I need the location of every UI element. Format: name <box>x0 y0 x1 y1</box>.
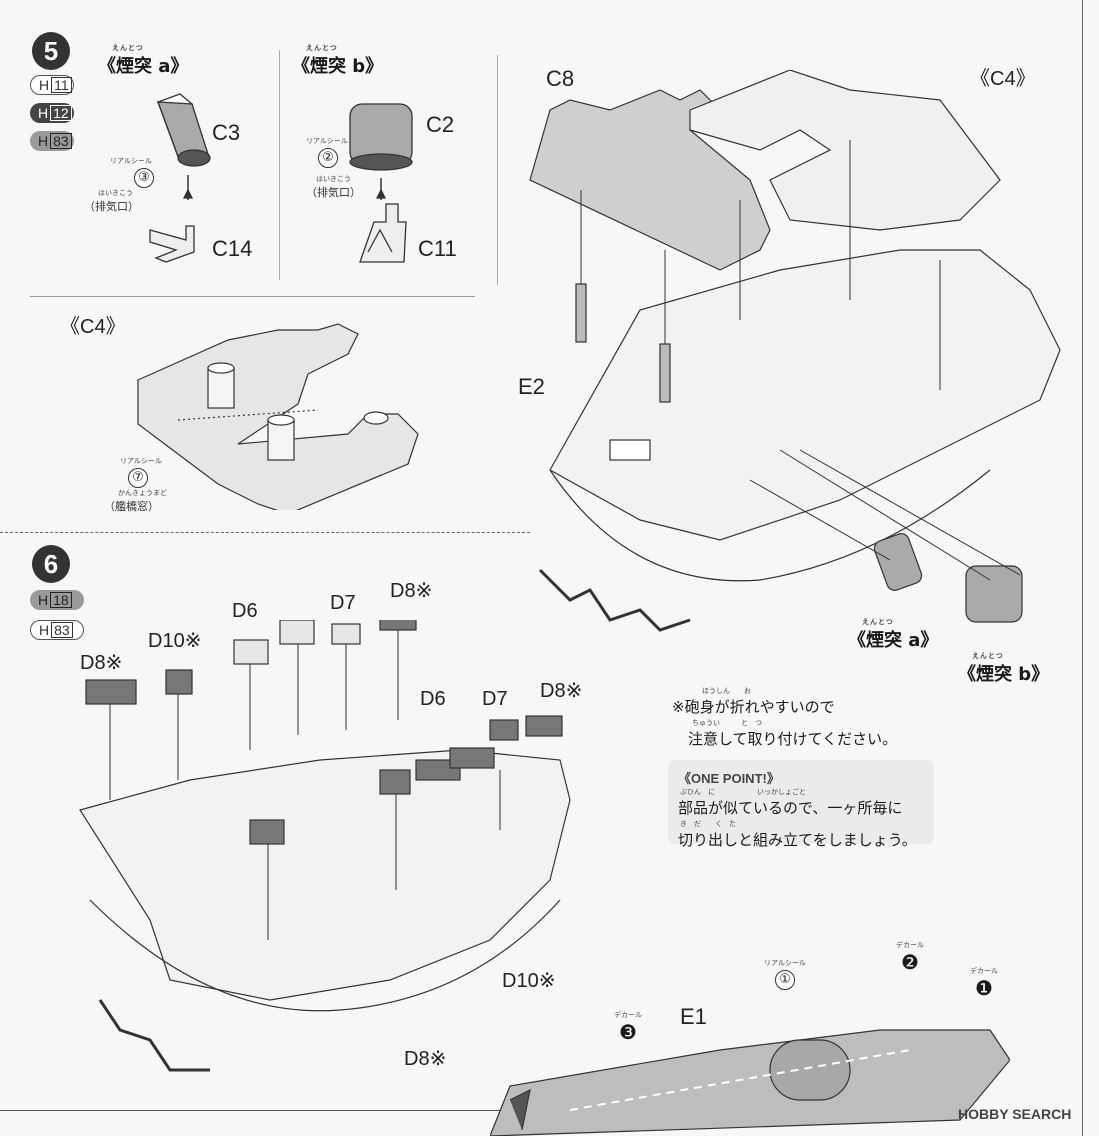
funnel-a-part <box>873 533 923 591</box>
step6-part-d8-mid: D8※ <box>540 680 583 702</box>
step6-part-d8-left: D8※ <box>80 652 123 674</box>
turret-part <box>415 759 461 781</box>
step6-part-d7-top: D7 <box>330 592 356 614</box>
assembly-part-c4: 《C4》 <box>970 68 1036 90</box>
step5-divider-assembly <box>497 55 498 285</box>
funnel-b-part-top: C2 <box>426 112 455 137</box>
funnel-b-illustration <box>349 103 413 263</box>
turret-part <box>331 623 361 645</box>
funnel-a-part-top: C3 <box>212 120 241 145</box>
funnel-a-illustration <box>149 93 211 263</box>
funnel-a-title: えんとつ 《煙突 a》 <box>98 44 189 77</box>
one-point-line2: 切り出しと組み立てをしましょう。 <box>678 831 917 849</box>
deck-part-e1: E1 <box>680 1004 707 1029</box>
step5-divider-c4 <box>30 296 475 297</box>
step6-part-d7-mid: D7 <box>482 688 508 710</box>
step6-part-d8-bottom: D8※ <box>404 1048 447 1070</box>
one-point-line1: 部品が似ているので、一ヶ所毎に <box>678 799 903 817</box>
step5-assembly-illustration <box>529 70 1061 632</box>
step5-divider-bottom <box>0 532 530 533</box>
step6-assembly-illustration <box>79 620 571 1072</box>
assembly-part-e2: E2 <box>518 374 545 399</box>
step6-part-d10: D10※ <box>148 630 202 652</box>
deck-decal-2: デカール ❷ <box>896 941 924 974</box>
funnel-a-part-bottom: C14 <box>212 236 253 261</box>
step6-part-d8-top: D8※ <box>390 580 433 602</box>
assembly-funnel-b-label: えんとつ 《煙突 b》 <box>958 652 1050 685</box>
step6-divider-bottom <box>0 1110 530 1111</box>
one-point-title: 《ONE POINT!》 <box>678 771 780 786</box>
c4-part <box>689 70 1001 231</box>
c4-detail-title: 《C4》 <box>60 316 126 338</box>
assembly-part-c8: C8 <box>546 66 575 91</box>
assembly-funnel-a-label: えんとつ 《煙突 a》 <box>848 618 939 651</box>
step6-number: 6 <box>32 545 70 583</box>
turret-part <box>249 819 285 845</box>
deck-decal-1: デカール ❶ <box>970 967 998 1000</box>
turret-part <box>233 639 269 665</box>
funnel-b-part <box>965 565 1023 623</box>
e2-pin <box>575 283 587 343</box>
turret-part <box>449 747 495 769</box>
turret-part <box>379 769 411 795</box>
deck-e1 <box>490 1029 1010 1136</box>
turret-part <box>85 679 137 705</box>
one-point-box: 《ONE POINT!》 ぶひん に いっかしょごと 部品が似ているので、一ヶ所… <box>668 760 934 849</box>
turret-part <box>165 669 193 695</box>
c4-detail-illustration <box>137 323 419 510</box>
step6-hull <box>79 749 571 1001</box>
turret-part <box>525 715 563 737</box>
deck-e1-illustration <box>490 1029 1010 1136</box>
page-border-right <box>1082 0 1083 1136</box>
step5-number: 5 <box>32 32 70 70</box>
step6-part-d10-bottom: D10※ <box>502 970 556 992</box>
hull <box>549 249 1061 541</box>
c4-detail-seal: リアルシール ⑦ かんきょうまど （艦橋窓） <box>104 457 167 513</box>
funnel-b-seal: リアルシール ② はいきこう （排気口） <box>306 137 361 199</box>
step5-divider-ab <box>279 50 280 280</box>
deck-decal-3: デカール ❸ <box>614 1011 642 1044</box>
step6-caution-note: ほうしん お ※砲身が折れやすいので ちゅうい と つ 注意して取り付けてくださ… <box>672 687 898 748</box>
funnel-a-seal: リアルシール ③ はいきこう （排気口） <box>84 156 154 214</box>
step6-part-d6-mid: D6 <box>420 688 446 710</box>
funnel-b-part-bottom: C11 <box>418 236 457 261</box>
e2-pin <box>659 343 671 403</box>
turret-part <box>279 620 315 645</box>
hobby-search-watermark: HOBBY SEARCH <box>958 1106 1072 1122</box>
turret-part <box>379 620 417 631</box>
turret-part <box>489 719 519 741</box>
deck-seal-1: リアルシール ① <box>764 958 806 990</box>
funnel-b-title: えんとつ 《煙突 b》 <box>292 44 384 77</box>
step6-part-d6-top: D6 <box>232 600 258 622</box>
